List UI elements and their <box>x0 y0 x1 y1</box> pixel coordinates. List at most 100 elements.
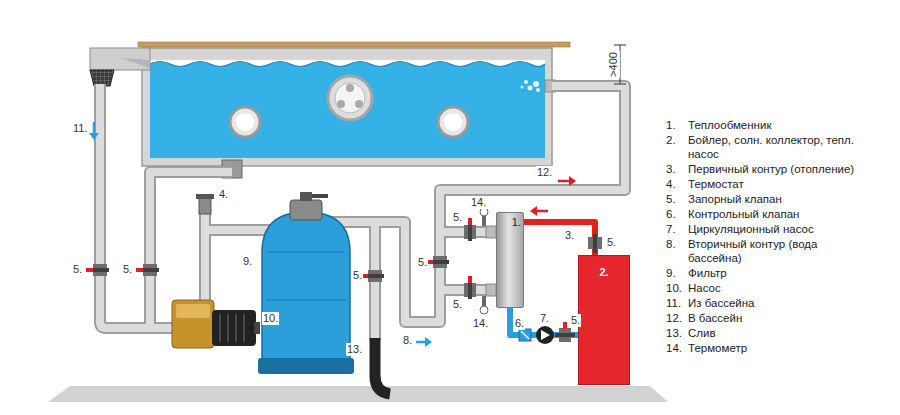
pool-basin <box>138 42 570 166</box>
list-text: Термометр <box>688 341 873 355</box>
filter <box>262 212 350 372</box>
pool-basin <box>138 42 570 47</box>
circulation-pump <box>536 326 554 344</box>
primary-flow-arrow <box>536 210 548 213</box>
list-text: Слив <box>688 326 873 340</box>
callout-number: 12. <box>536 166 553 179</box>
callout-number: 5. <box>606 236 617 249</box>
flow-arrows <box>558 180 570 183</box>
exchanger-ports <box>486 226 496 296</box>
pump <box>172 300 214 348</box>
shutoff-valves <box>426 256 449 268</box>
list-number: 11. <box>666 296 681 310</box>
list-number: 3. <box>666 162 676 176</box>
boiler-valve <box>593 228 597 234</box>
list-number: 2. <box>666 133 676 147</box>
flow-arrows <box>569 176 576 186</box>
pump <box>254 322 260 334</box>
callout-number: 4. <box>218 188 229 201</box>
drain-pipe <box>375 338 390 394</box>
boiler-box: 2. <box>578 255 630 385</box>
callout-number: 8. <box>402 334 413 347</box>
pool-basin <box>150 60 545 67</box>
thermometers <box>480 208 488 216</box>
list-number: 14. <box>666 341 682 355</box>
filter <box>258 358 354 374</box>
list-text: Фильтр <box>688 266 873 280</box>
thermostat <box>199 198 211 214</box>
callout-number: 5. <box>122 263 133 276</box>
circulation-pump <box>536 326 554 344</box>
pump <box>220 314 244 342</box>
boiler-valve <box>588 228 602 253</box>
filter <box>290 200 322 220</box>
callout-number: 7. <box>539 312 550 325</box>
drain-pipe <box>375 338 390 394</box>
callout-number: 13. <box>346 343 363 356</box>
callout-number: 5. <box>352 269 363 282</box>
pool-lights <box>355 100 363 108</box>
pool-lights <box>335 83 365 113</box>
pool-lights <box>337 100 345 108</box>
flow-arrows <box>93 122 96 134</box>
callout-number: 14. <box>472 317 489 330</box>
list-text: Циркуляционный насос <box>688 222 873 236</box>
shutoff-valves <box>361 270 384 282</box>
list-text: Бойлер, солн. коллектор, тепл. насос <box>688 133 873 161</box>
list-number: 12. <box>666 311 682 325</box>
pipe-connector <box>524 222 595 255</box>
pool-lights <box>444 113 462 131</box>
pool-lights <box>438 107 468 137</box>
list-number: 6. <box>666 207 676 221</box>
list-number: 1. <box>666 118 676 132</box>
list-text: Из бассейна <box>688 296 873 310</box>
list-text: В бассейн <box>688 311 873 325</box>
list-text: Теплообменник <box>688 118 873 132</box>
shutoff-valves <box>464 218 476 241</box>
node-label: 2. <box>579 256 629 279</box>
pool-lights <box>230 76 468 137</box>
list-number: 13. <box>666 326 682 340</box>
exchanger-ports <box>486 226 496 238</box>
callout-number: 5. <box>452 298 463 311</box>
heat-exchanger: 1. <box>496 212 524 308</box>
return-valve <box>555 333 575 337</box>
return-valve <box>563 322 567 329</box>
list-text: Контрольный клапан <box>688 207 873 221</box>
pump <box>212 310 256 346</box>
dimension-label: >400 <box>607 51 620 78</box>
list-number: 7. <box>666 222 676 236</box>
pump <box>172 300 260 348</box>
pipe-connector <box>524 222 595 255</box>
list-number: 9. <box>666 266 676 280</box>
check-valve <box>521 331 529 339</box>
callout-number: 3. <box>564 229 575 242</box>
pool-lights <box>230 107 260 137</box>
return-inlet <box>536 88 540 92</box>
exchanger-ports <box>486 284 496 296</box>
thermostat <box>196 194 214 214</box>
thermometers <box>480 306 488 314</box>
return-inlet <box>521 86 524 89</box>
filter <box>312 194 328 198</box>
check-valve <box>519 329 531 341</box>
callout-number: 5. <box>452 211 463 224</box>
return-inlet <box>521 80 556 92</box>
skimmer <box>90 70 114 86</box>
skimmer <box>90 48 150 70</box>
callout-number: 5. <box>417 256 428 269</box>
primary-flow-arrow <box>530 206 548 216</box>
ground <box>48 386 668 402</box>
thermometers <box>480 208 488 314</box>
callout-number: 6. <box>514 317 525 330</box>
skimmer <box>120 58 150 68</box>
list-number: 10. <box>666 281 682 295</box>
flow-arrows <box>89 122 576 347</box>
pool-basin <box>150 60 545 158</box>
filter <box>266 252 346 300</box>
list-text: Запорный клапан <box>688 192 873 206</box>
